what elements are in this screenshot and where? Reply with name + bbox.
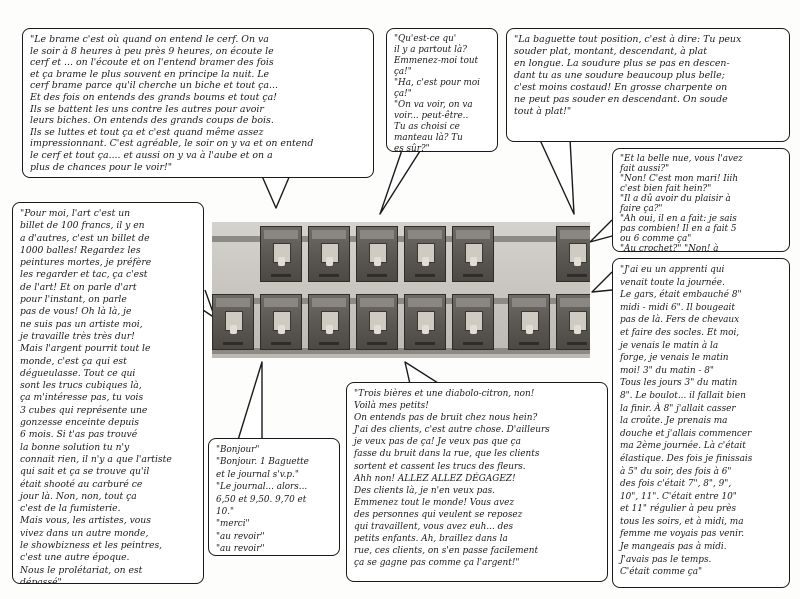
tail-top-left [261,174,291,209]
mailbox [508,294,550,350]
mailbox [212,294,254,350]
mailbox [260,226,302,282]
speech-bubble-top-left: "Le brame c'est où quand on entend le ce… [22,28,374,178]
speech-bubble-bottom-middle: "Trois bières et une diabolo-citron, non… [346,382,608,582]
mailboxes-photograph [212,222,590,358]
speech-bubble-top-right: "La baguette tout position, c'est à dire… [506,28,790,142]
speech-bubble-left: "Pour moi, l'art c'est un billet de 100 … [12,202,204,584]
mailbox [556,226,590,282]
tail-bottom-right [591,271,613,293]
mailbox [260,294,302,350]
speech-bubble-bottom-small: "Bonjour" "Bonjour. 1 Baguette et le jou… [208,438,340,556]
mailbox [404,294,446,350]
tail-top-right [539,138,575,215]
speech-bubble-top-middle: "Qu'est-ce qu' il y a partout là? Emmene… [386,28,498,152]
tail-bottom-middle [404,361,439,385]
mailbox [556,294,590,350]
mailbox [356,294,398,350]
rail-bottom [212,348,590,354]
mailbox [308,294,350,350]
mailbox [452,226,494,282]
mailbox [356,226,398,282]
mailbox [452,294,494,350]
tail-top-middle [379,149,421,215]
mailbox [308,226,350,282]
rail-middle [212,298,590,304]
mailbox [404,226,446,282]
speech-bubble-bottom-right: "J'ai eu un apprenti qui venait toute la… [612,258,790,588]
tail-right-upper [589,219,613,243]
rail-top [212,236,590,242]
tail-bottom-small [237,361,263,441]
speech-bubble-right-upper: "Et la belle nue, vous l'avez fait aussi… [612,148,790,252]
